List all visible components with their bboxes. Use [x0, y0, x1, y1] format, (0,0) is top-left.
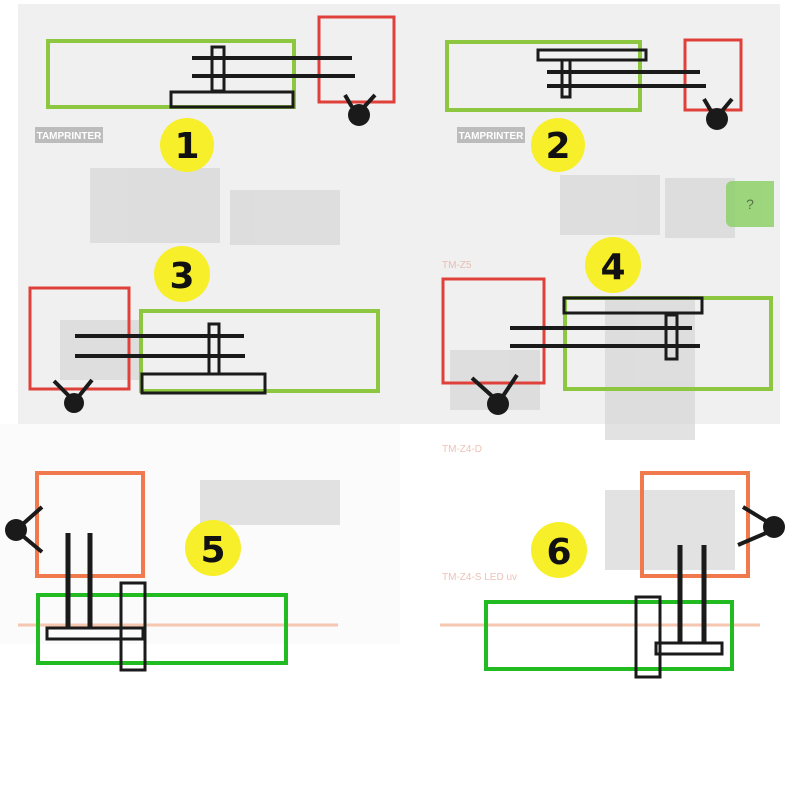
- step-5-number: 5: [200, 530, 225, 571]
- caption-tm-z4-d: TM-Z4-D: [442, 444, 482, 455]
- step-1-number: 1: [174, 126, 199, 167]
- caption-tm-z5: TM-Z5: [442, 260, 472, 271]
- step-2-number: 2: [545, 126, 570, 167]
- step-6-handle-icon: [738, 507, 785, 545]
- step-4-number: 4: [600, 247, 625, 288]
- step-3-number: 3: [169, 256, 194, 297]
- step-6-green-box: [486, 602, 732, 669]
- step-6-bracket: [636, 597, 660, 677]
- help-label: ?: [746, 196, 754, 212]
- step-6-crossbar: [656, 643, 722, 654]
- brand-label-left: TAMPRINTER: [37, 131, 103, 142]
- help-tab[interactable]: ?: [726, 181, 774, 227]
- brand-label-right: TAMPRINTER: [459, 131, 525, 142]
- step-6-number: 6: [546, 532, 571, 573]
- caption-tm-z4-s: TM-Z4-S LED uv: [442, 572, 517, 583]
